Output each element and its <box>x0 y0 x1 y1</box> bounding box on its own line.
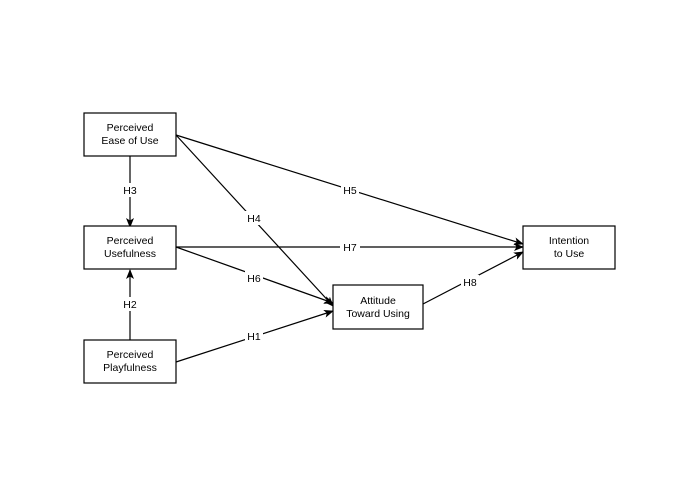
svg-text:Attitude: Attitude <box>360 295 396 307</box>
svg-text:Ease of Use: Ease of Use <box>101 135 158 147</box>
node-perceived-playfulness: Perceived Playfulness <box>83 339 177 384</box>
svg-text:H1: H1 <box>247 331 261 343</box>
svg-text:Perceived: Perceived <box>107 235 154 247</box>
svg-text:H5: H5 <box>343 185 357 197</box>
label-h6: H6 <box>245 271 263 285</box>
svg-text:to Use: to Use <box>554 248 585 260</box>
svg-text:Playfulness: Playfulness <box>103 362 157 374</box>
svg-text:Intention: Intention <box>549 235 589 247</box>
svg-text:H2: H2 <box>123 299 137 311</box>
label-h4: H4 <box>245 211 263 225</box>
svg-text:Toward Using: Toward Using <box>346 308 410 320</box>
label-h3: H3 <box>121 183 139 197</box>
node-perceived-usefulness: Perceived Usefulness <box>83 225 177 270</box>
label-h2: H2 <box>121 297 139 311</box>
node-attitude-toward-using: Attitude Toward Using <box>332 284 424 330</box>
label-h8: H8 <box>461 275 479 289</box>
label-h5: H5 <box>341 183 359 197</box>
label-h1: H1 <box>245 329 263 343</box>
svg-text:Perceived: Perceived <box>107 122 154 134</box>
svg-text:H8: H8 <box>463 277 477 289</box>
svg-text:Usefulness: Usefulness <box>104 248 156 260</box>
svg-text:H7: H7 <box>343 242 357 254</box>
label-h7: H7 <box>340 240 360 254</box>
node-intention-to-use: Intention to Use <box>522 225 616 270</box>
node-perceived-ease-of-use: Perceived Ease of Use <box>83 112 177 157</box>
svg-text:Perceived: Perceived <box>107 349 154 361</box>
svg-text:H3: H3 <box>123 185 137 197</box>
svg-text:H6: H6 <box>247 273 261 285</box>
svg-text:H4: H4 <box>247 213 261 225</box>
